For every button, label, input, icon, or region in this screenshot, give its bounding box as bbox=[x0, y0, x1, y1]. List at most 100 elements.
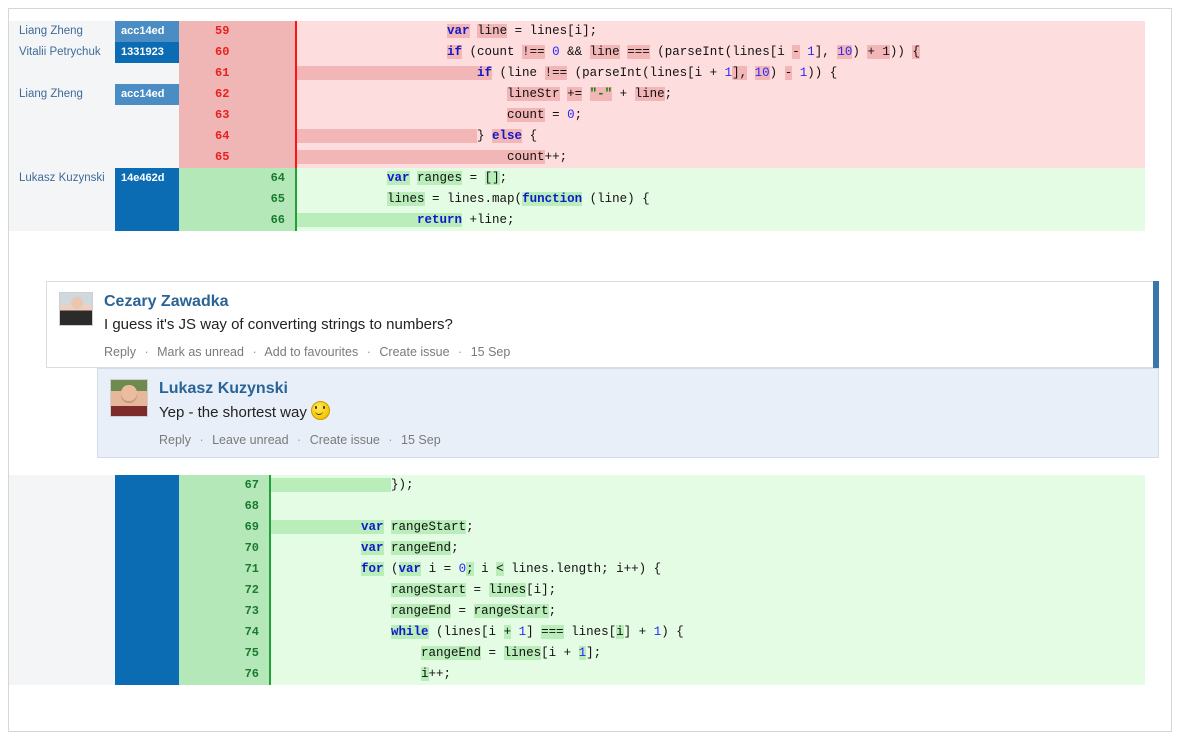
line-number[interactable]: 76 bbox=[179, 664, 271, 685]
blame-commit-hash[interactable]: acc14ed bbox=[115, 84, 179, 105]
line-number[interactable]: 70 bbox=[179, 538, 271, 559]
diff-row[interactable]: 76 i++; bbox=[9, 664, 1145, 685]
blame-commit-hash[interactable] bbox=[115, 538, 179, 559]
blame-author[interactable] bbox=[9, 189, 115, 210]
diff-row[interactable]: 74 while (lines[i + 1] === lines[i] + 1)… bbox=[9, 622, 1145, 643]
blame-author[interactable] bbox=[9, 601, 115, 622]
code-line[interactable]: count++; bbox=[296, 147, 1145, 168]
blame-author[interactable] bbox=[9, 210, 115, 231]
blame-author[interactable]: Liang Zheng bbox=[9, 21, 115, 42]
code-line[interactable]: var line = lines[i]; bbox=[296, 21, 1145, 42]
code-line[interactable]: var ranges = []; bbox=[296, 168, 1145, 189]
comment-reply[interactable]: Lukasz Kuzynski Yep - the shortest way R… bbox=[97, 368, 1159, 458]
diff-row[interactable]: 75 rangeEnd = lines[i + 1]; bbox=[9, 643, 1145, 664]
diff-row[interactable]: 63 count = 0; bbox=[9, 105, 1145, 126]
code-line[interactable]: }); bbox=[270, 475, 1145, 496]
blame-commit-hash[interactable]: acc14ed bbox=[115, 21, 179, 42]
code-line[interactable] bbox=[270, 496, 1145, 517]
blame-commit-hash[interactable] bbox=[115, 189, 179, 210]
blame-author[interactable] bbox=[9, 126, 115, 147]
blame-author[interactable] bbox=[9, 517, 115, 538]
blame-commit-hash[interactable] bbox=[115, 517, 179, 538]
diff-row[interactable]: 64 } else { bbox=[9, 126, 1145, 147]
line-number[interactable]: 65 bbox=[179, 189, 297, 210]
code-line[interactable]: rangeEnd = rangeStart; bbox=[270, 601, 1145, 622]
blame-commit-hash[interactable] bbox=[115, 664, 179, 685]
diff-row[interactable]: 61 if (line !== (parseInt(lines[i + 1], … bbox=[9, 63, 1145, 84]
line-number[interactable]: 64 bbox=[179, 168, 297, 189]
blame-author[interactable]: Vitalii Petrychuk bbox=[9, 42, 115, 63]
diff-row[interactable]: 65 lines = lines.map(function (line) { bbox=[9, 189, 1145, 210]
code-line[interactable]: } else { bbox=[296, 126, 1145, 147]
comment-action-reply[interactable]: Reply bbox=[104, 345, 136, 359]
diff-row[interactable]: 70 var rangeEnd; bbox=[9, 538, 1145, 559]
line-number[interactable]: 69 bbox=[179, 517, 271, 538]
comment-action-add-to-favourites[interactable]: Add to favourites bbox=[264, 345, 359, 359]
code-line[interactable]: lines = lines.map(function (line) { bbox=[296, 189, 1145, 210]
code-line[interactable]: var rangeEnd; bbox=[270, 538, 1145, 559]
blame-commit-hash[interactable] bbox=[115, 580, 179, 601]
line-number[interactable]: 59 bbox=[179, 21, 297, 42]
line-number[interactable]: 61 bbox=[179, 63, 297, 84]
blame-author[interactable] bbox=[9, 538, 115, 559]
avatar-lukasz-kuzynski[interactable] bbox=[110, 379, 148, 417]
blame-author[interactable]: Liang Zheng bbox=[9, 84, 115, 105]
diff-row[interactable]: 71 for (var i = 0; i < lines.length; i++… bbox=[9, 559, 1145, 580]
code-line[interactable]: rangeStart = lines[i]; bbox=[270, 580, 1145, 601]
comment-action-mark-as-unread[interactable]: Mark as unread bbox=[157, 345, 244, 359]
line-number[interactable]: 63 bbox=[179, 105, 297, 126]
blame-author[interactable] bbox=[9, 496, 115, 517]
diff-row[interactable]: 68 bbox=[9, 496, 1145, 517]
line-number[interactable]: 66 bbox=[179, 210, 297, 231]
blame-author[interactable] bbox=[9, 475, 115, 496]
blame-author[interactable] bbox=[9, 63, 115, 84]
line-number[interactable]: 68 bbox=[179, 496, 271, 517]
comment-action-create-issue[interactable]: Create issue bbox=[379, 345, 450, 359]
blame-commit-hash[interactable] bbox=[115, 210, 179, 231]
blame-author[interactable] bbox=[9, 664, 115, 685]
blame-commit-hash[interactable] bbox=[115, 105, 179, 126]
blame-author[interactable] bbox=[9, 622, 115, 643]
blame-commit-hash[interactable] bbox=[115, 622, 179, 643]
blame-commit-hash[interactable] bbox=[115, 559, 179, 580]
code-line[interactable]: if (count !== 0 && line === (parseInt(li… bbox=[296, 42, 1145, 63]
diff-row[interactable]: 67 }); bbox=[9, 475, 1145, 496]
line-number[interactable]: 64 bbox=[179, 126, 297, 147]
line-number[interactable]: 67 bbox=[179, 475, 271, 496]
blame-commit-hash[interactable] bbox=[115, 601, 179, 622]
diff-row[interactable]: 69 var rangeStart; bbox=[9, 517, 1145, 538]
code-line[interactable]: return +line; bbox=[296, 210, 1145, 231]
blame-author[interactable]: Lukasz Kuzynski bbox=[9, 168, 115, 189]
reply-author-name[interactable]: Lukasz Kuzynski bbox=[159, 380, 288, 397]
avatar-cezary-zawadka[interactable] bbox=[59, 292, 93, 326]
diff-row[interactable]: 73 rangeEnd = rangeStart; bbox=[9, 601, 1145, 622]
code-line[interactable]: count = 0; bbox=[296, 105, 1145, 126]
blame-author[interactable] bbox=[9, 643, 115, 664]
blame-commit-hash[interactable]: 14e462d bbox=[115, 168, 179, 189]
comment-author-name[interactable]: Cezary Zawadka bbox=[104, 293, 229, 310]
reply-action-reply[interactable]: Reply bbox=[159, 433, 191, 447]
blame-commit-hash[interactable] bbox=[115, 643, 179, 664]
code-line[interactable]: for (var i = 0; i < lines.length; i++) { bbox=[270, 559, 1145, 580]
code-line[interactable]: while (lines[i + 1] === lines[i] + 1) { bbox=[270, 622, 1145, 643]
blame-author[interactable] bbox=[9, 147, 115, 168]
blame-author[interactable] bbox=[9, 559, 115, 580]
comment-root[interactable]: Cezary Zawadka I guess it's JS way of co… bbox=[46, 281, 1159, 368]
code-line[interactable]: rangeEnd = lines[i + 1]; bbox=[270, 643, 1145, 664]
blame-author[interactable] bbox=[9, 580, 115, 601]
reply-action-leave-unread[interactable]: Leave unread bbox=[212, 433, 289, 447]
line-number[interactable]: 60 bbox=[179, 42, 297, 63]
diff-row[interactable]: 65 count++; bbox=[9, 147, 1145, 168]
diff-row[interactable]: 66 return +line; bbox=[9, 210, 1145, 231]
line-number[interactable]: 74 bbox=[179, 622, 271, 643]
reply-action-create-issue[interactable]: Create issue bbox=[309, 433, 380, 447]
line-number[interactable]: 75 bbox=[179, 643, 271, 664]
line-number[interactable]: 62 bbox=[179, 84, 297, 105]
line-number[interactable]: 73 bbox=[179, 601, 271, 622]
blame-commit-hash[interactable]: 1331923 bbox=[115, 42, 179, 63]
blame-author[interactable] bbox=[9, 105, 115, 126]
